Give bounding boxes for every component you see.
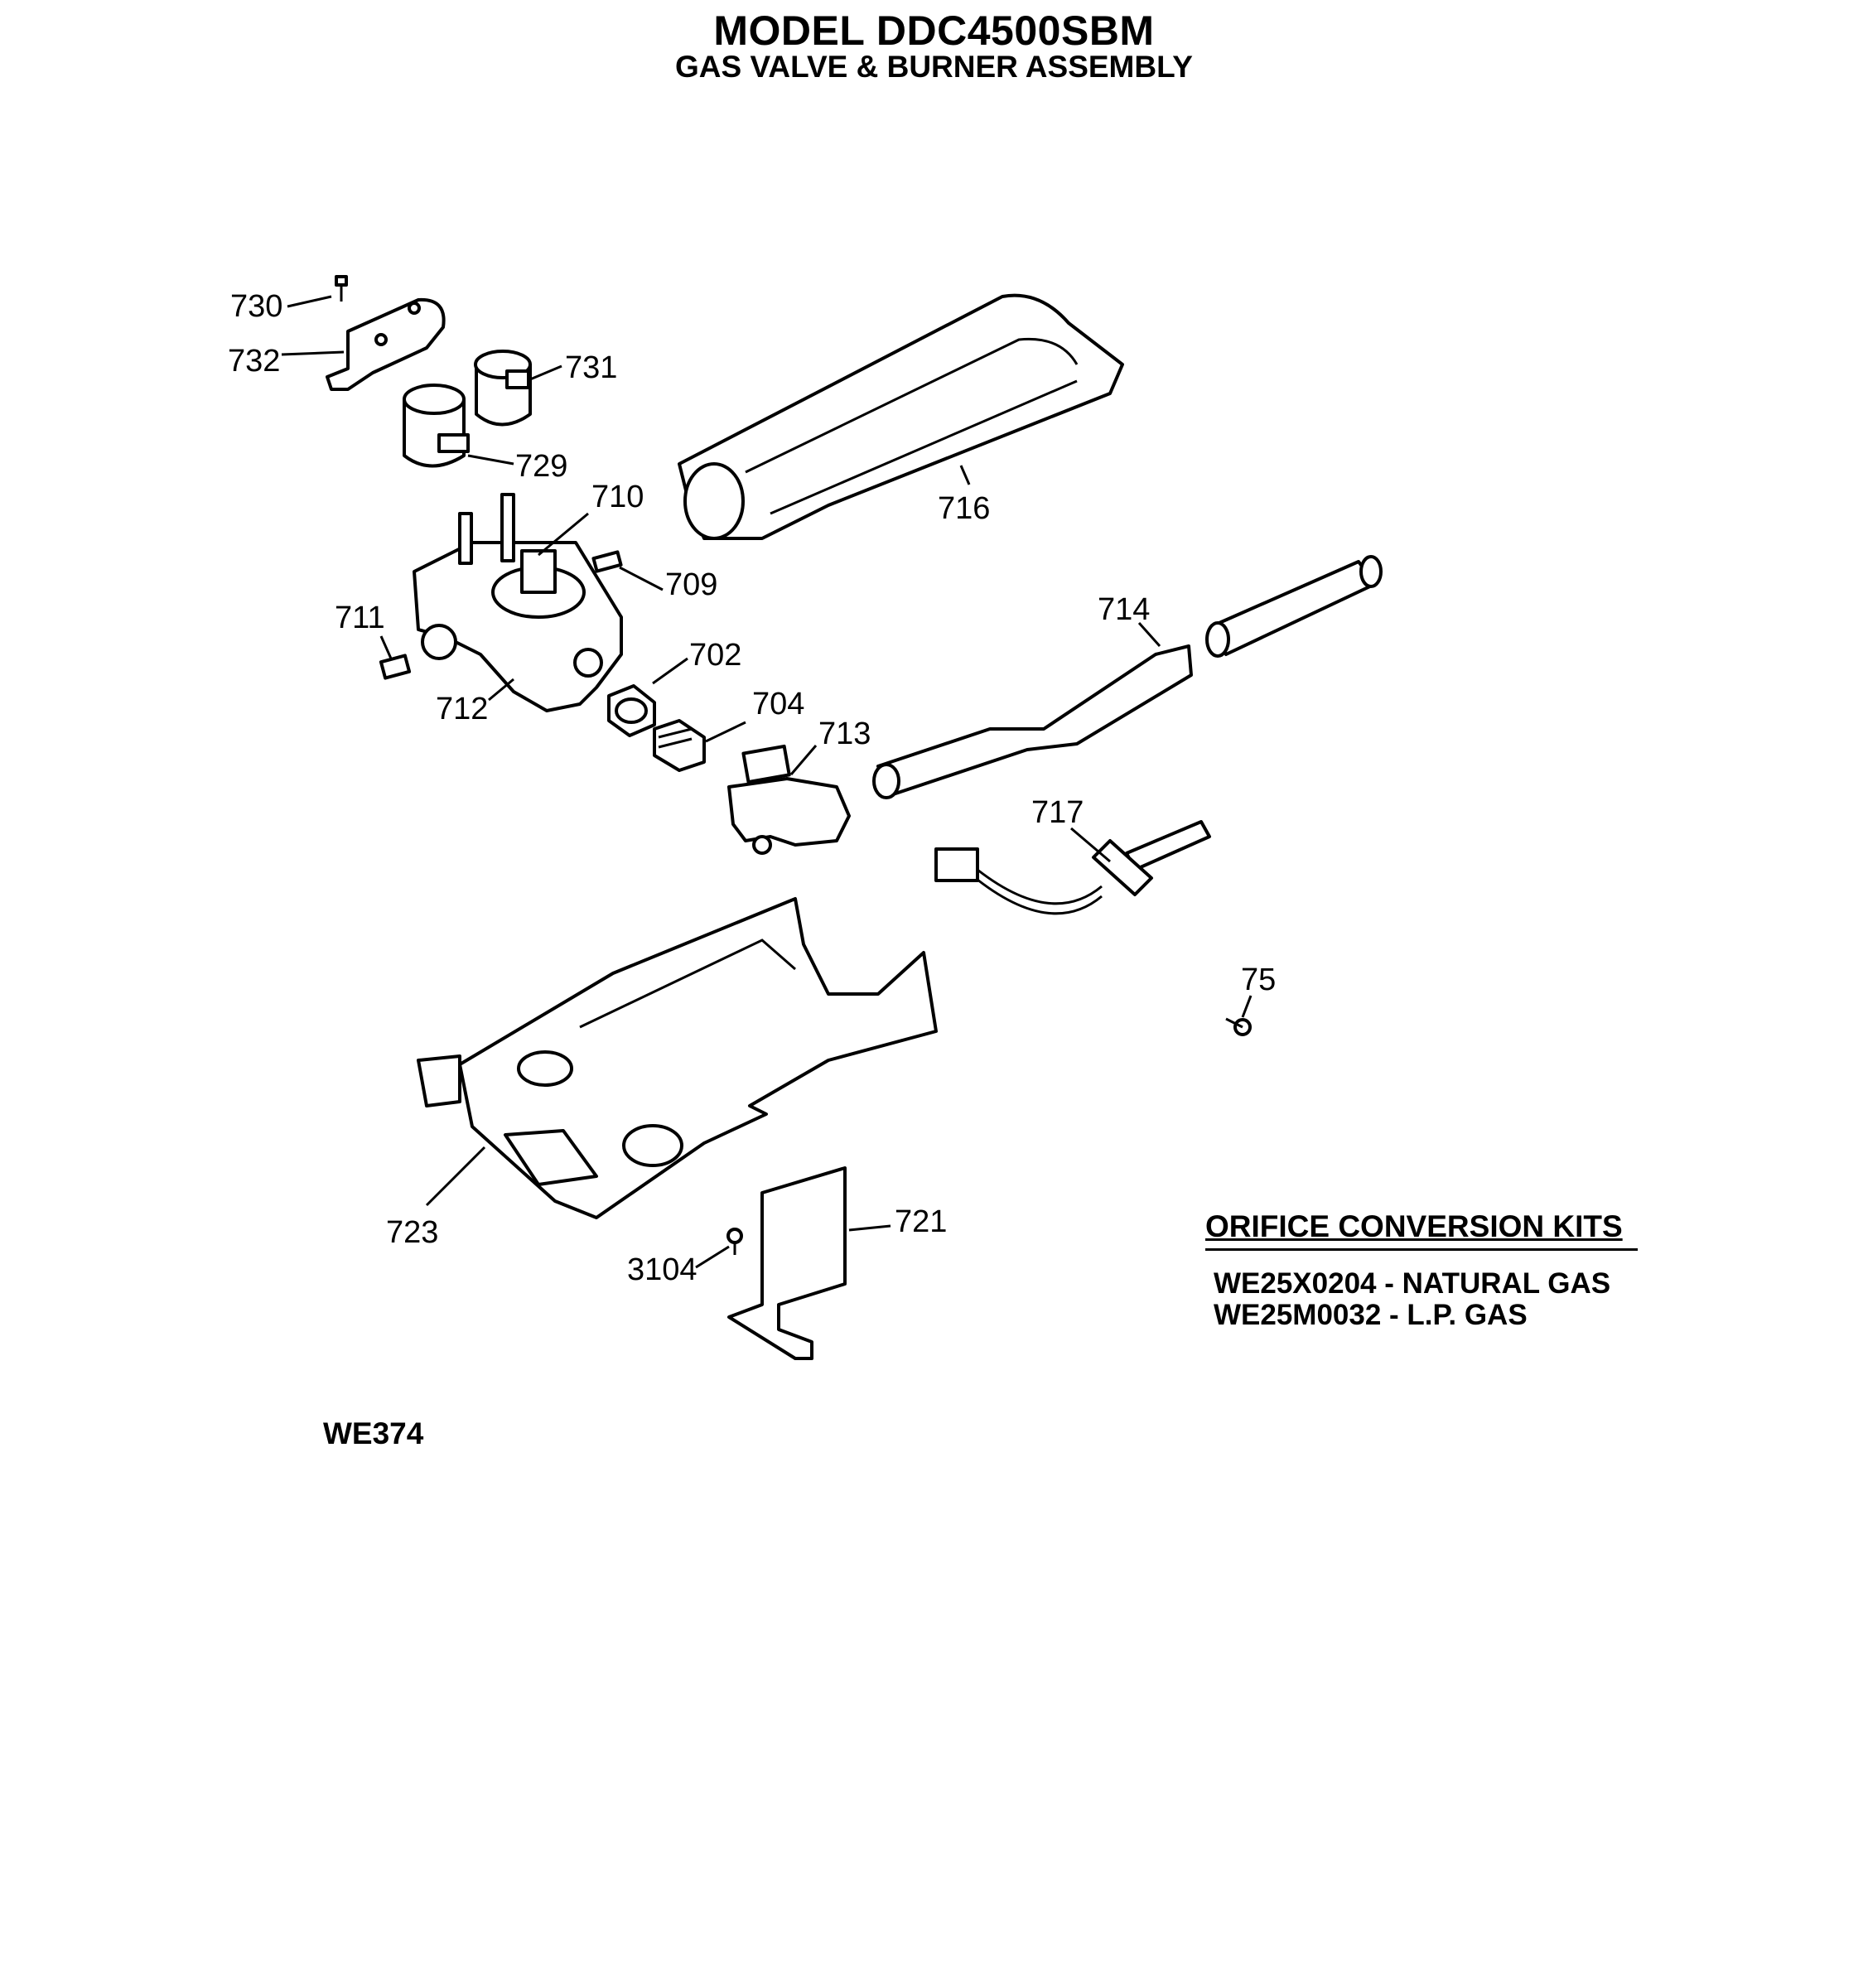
- callout-704: 704: [752, 687, 804, 721]
- callout-702: 702: [689, 638, 741, 673]
- part-731-solenoid-coil: [474, 350, 532, 427]
- part-729-solenoid-coil: [403, 384, 470, 468]
- callout-731: 731: [565, 350, 617, 385]
- conversion-kit-lp-gas: WE25M0032 - L.P. GAS: [1214, 1299, 1528, 1331]
- callout-710: 710: [591, 480, 644, 514]
- callout-729: 729: [515, 449, 567, 484]
- callout-721: 721: [895, 1204, 947, 1239]
- part-709-fitting: [591, 550, 623, 573]
- part-732-bracket: [326, 297, 446, 391]
- part-3104-screw: [726, 1228, 743, 1255]
- conversion-kits-heading: ORIFICE CONVERSION KITS: [1205, 1209, 1623, 1243]
- diagram-reference-code: WE374: [323, 1416, 424, 1450]
- part-723-bracket: [417, 897, 938, 1219]
- part-713-shutoff-valve: [727, 744, 851, 855]
- conversion-kit-natural-gas: WE25X0204 - NATURAL GAS: [1214, 1267, 1611, 1300]
- part-730-screw: [335, 275, 348, 302]
- part-75-screw: [1225, 1017, 1252, 1036]
- callout-717: 717: [1031, 795, 1084, 830]
- callout-730: 730: [230, 289, 282, 324]
- part-716-burner-tube: [678, 293, 1124, 540]
- callout-723: 723: [386, 1215, 438, 1250]
- part-714-gas-pipe: [872, 644, 1193, 799]
- diagram-title: MODEL DDC4500SBM: [713, 7, 1155, 54]
- callout-732: 732: [228, 344, 280, 379]
- callout-709: 709: [665, 567, 717, 602]
- callout-75: 75: [1241, 963, 1276, 997]
- callout-713: 713: [818, 717, 871, 751]
- callout-716: 716: [938, 491, 990, 526]
- callout-712: 712: [436, 692, 488, 726]
- leader-lines: [281, 295, 1253, 1269]
- part-710-gas-valve: [413, 493, 623, 712]
- diagram-subtitle: GAS VALVE & BURNER ASSEMBLY: [675, 50, 1193, 84]
- callout-714: 714: [1098, 592, 1150, 627]
- callout-3104: 3104: [627, 1252, 697, 1287]
- part-711-fitting: [379, 654, 412, 680]
- conversion-kits-underline: [1205, 1248, 1638, 1251]
- part-straight-pipe: [1205, 555, 1383, 658]
- part-702-nut: [607, 684, 656, 737]
- part-717-igniter: [934, 820, 1211, 915]
- part-704-orifice: [653, 719, 706, 772]
- callout-711: 711: [335, 601, 385, 635]
- part-721-shield: [727, 1166, 847, 1360]
